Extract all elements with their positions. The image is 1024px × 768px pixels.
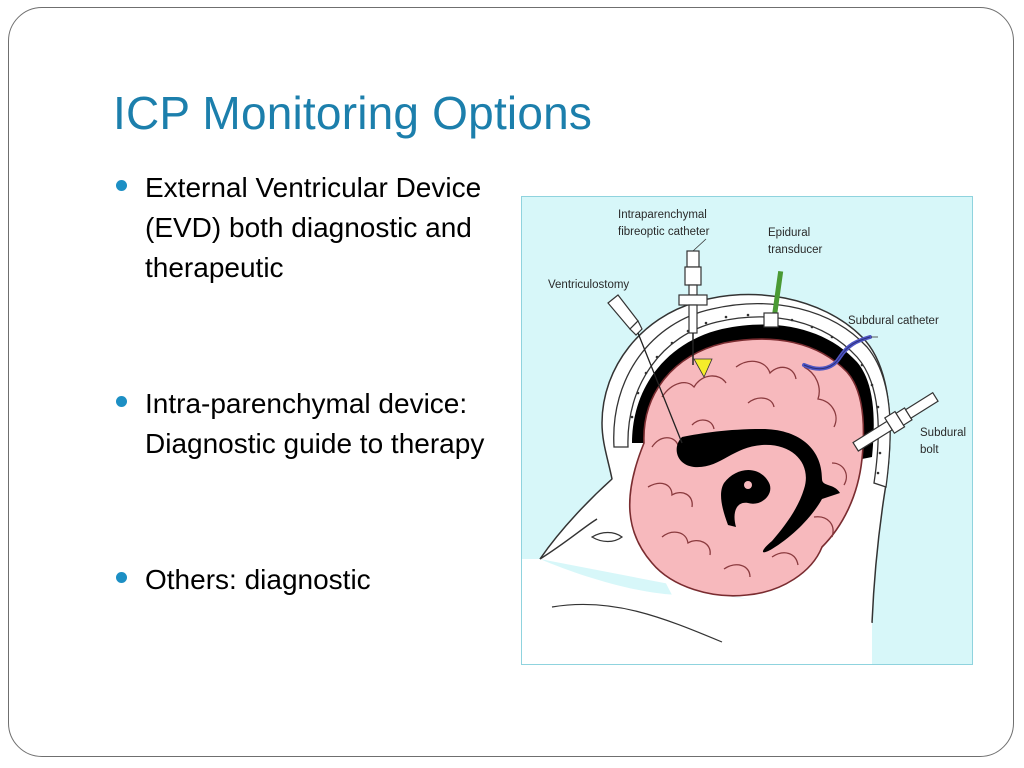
label-subdural-bolt: Subdural bolt (920, 427, 967, 456)
icp-diagram: Intraparenchymal fibreoptic catheter Epi… (521, 196, 973, 665)
face-line (539, 518, 598, 560)
brain (628, 338, 865, 597)
subdural-bolt (852, 391, 939, 452)
bullet-item-evd: External Ventricular Device (EVD) both d… (113, 168, 518, 288)
neck-area (522, 559, 682, 664)
ventriculostomy-device (607, 294, 643, 336)
bullet-text: Others: diagnostic (145, 564, 371, 595)
third-ventricle (721, 469, 771, 527)
label-epidural: Epidural transducer (768, 227, 823, 256)
eye-icon (590, 531, 624, 543)
epidural-tube (771, 270, 784, 318)
intraparenchymal-wedge (693, 358, 713, 378)
bullet-item-others: Others: diagnostic (113, 560, 518, 600)
label-subdural-catheter: Subdural catheter (848, 315, 939, 327)
lower-head-fill (612, 479, 872, 664)
bullet-item-intraparenchymal: Intra-parenchymal device: Diagnostic gui… (113, 384, 518, 464)
bullet-dot-icon (116, 180, 127, 191)
epidural-transducer-box (763, 312, 779, 328)
slide-title: ICP Monitoring Options (113, 87, 593, 139)
jaw-line (551, 603, 723, 643)
bullet-text: External Ventricular Device (EVD) both d… (145, 172, 482, 283)
ventriculostomy-catheter (637, 332, 683, 444)
intraparenchymal-catheter (678, 250, 708, 334)
ventricles (676, 429, 840, 553)
bullet-dot-icon (116, 396, 127, 407)
bullet-text: Intra-parenchymal device: Diagnostic gui… (145, 388, 485, 459)
skull-band (613, 303, 891, 488)
brain-folds (647, 360, 847, 578)
label-ventriculostomy: Ventriculostomy (548, 279, 630, 291)
head-illustration (522, 238, 939, 664)
bullet-dot-icon (116, 572, 127, 583)
label-intraparenchymal: Intraparenchymal fibreoptic catheter (618, 209, 710, 238)
